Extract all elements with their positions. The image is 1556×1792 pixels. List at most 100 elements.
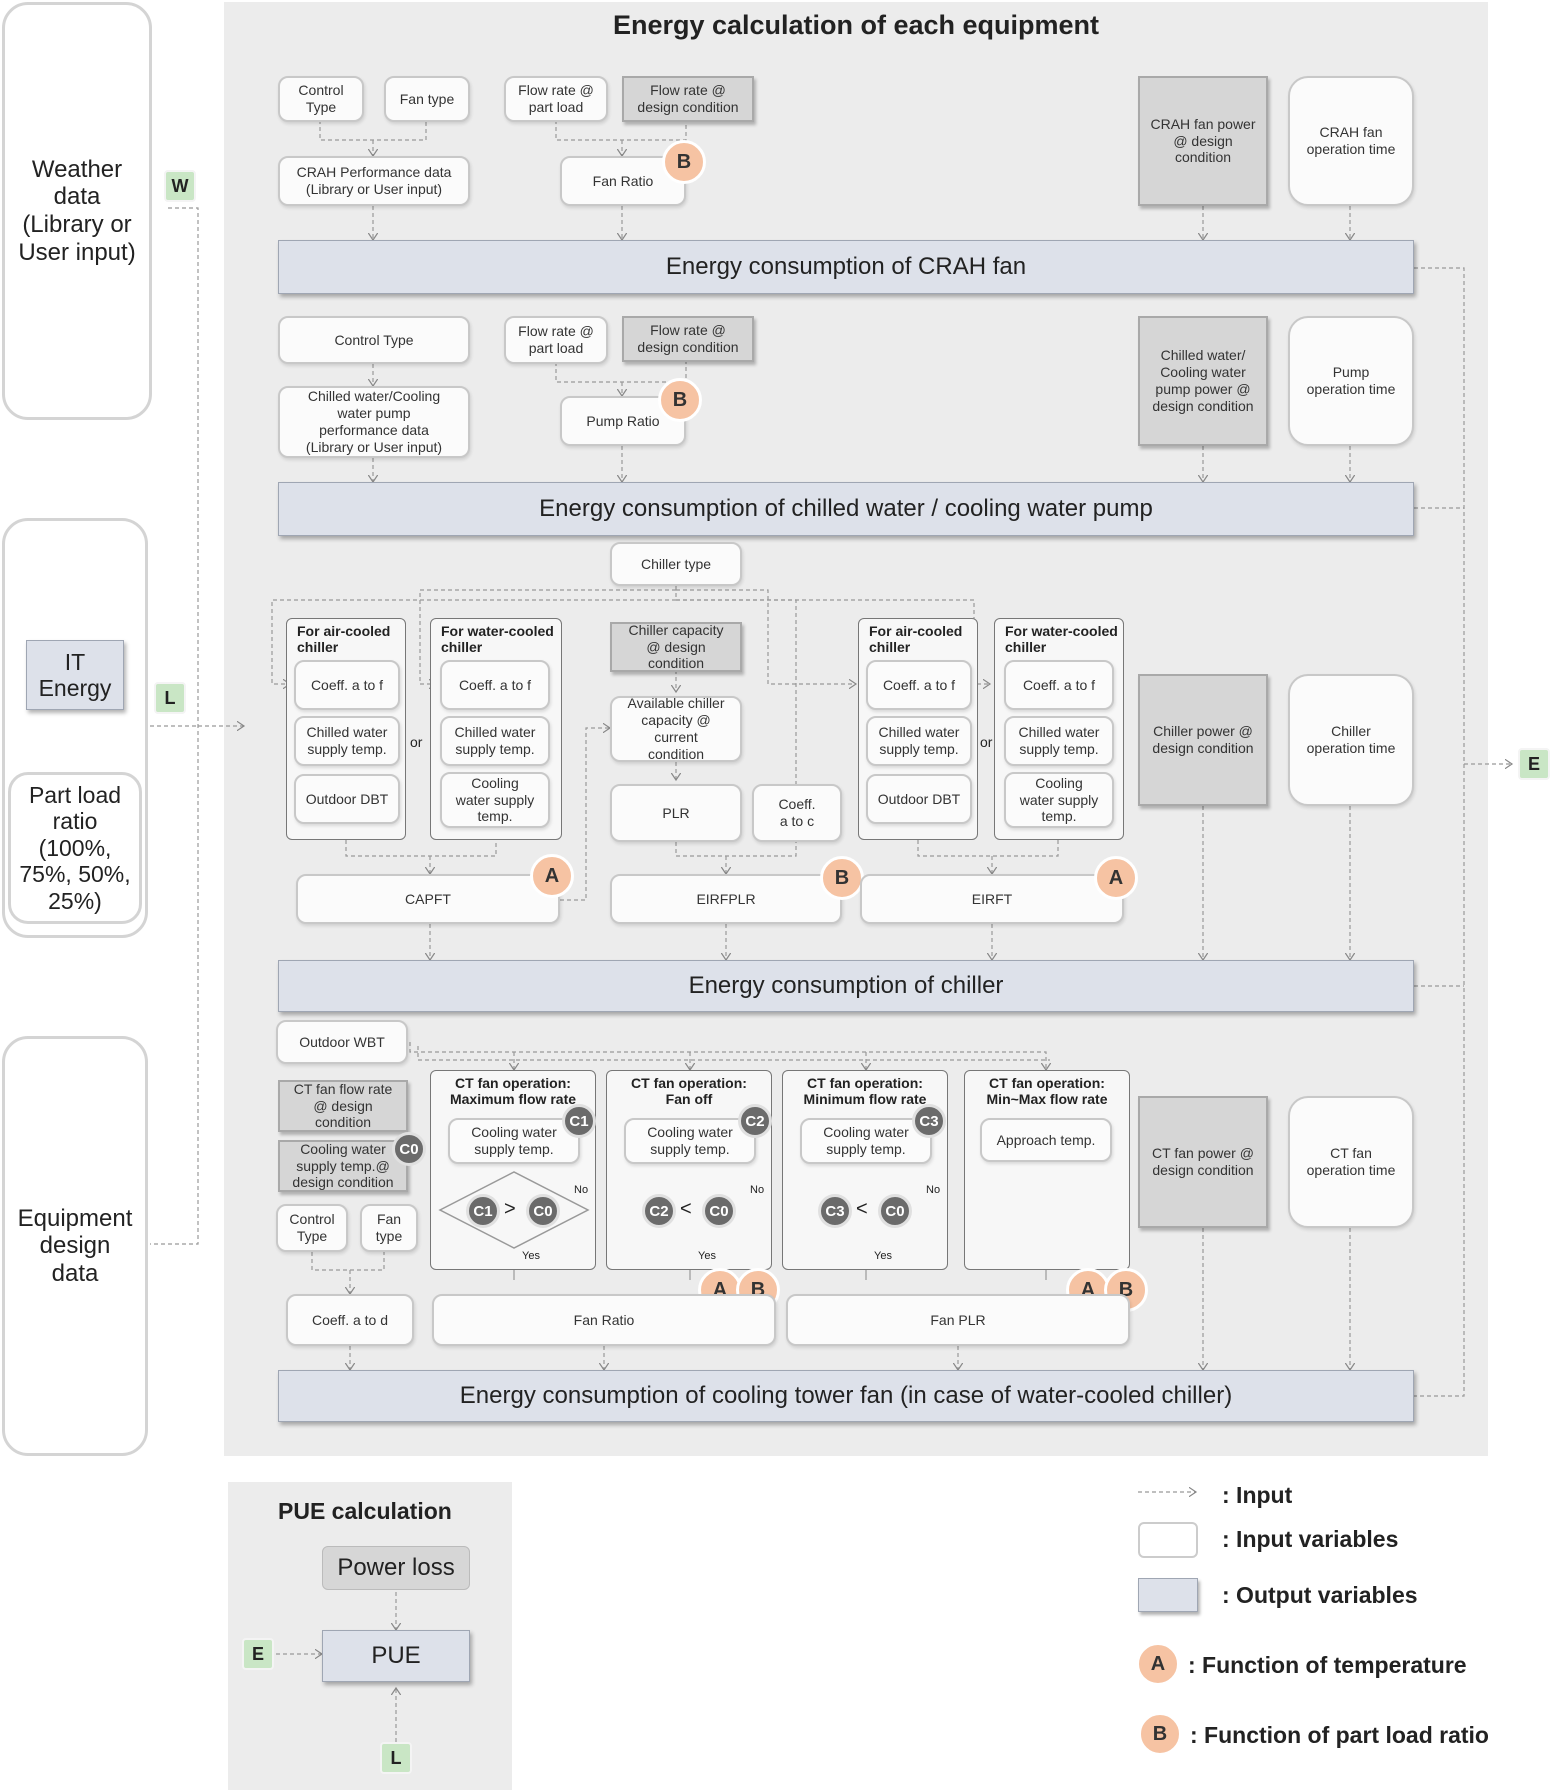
ct-max-c0: C0 bbox=[526, 1194, 560, 1228]
ct-min-c3: C3 bbox=[818, 1194, 852, 1228]
pue-box: PUE bbox=[322, 1630, 470, 1682]
chiller-operation-time: Chiller operation time bbox=[1288, 674, 1414, 806]
crah-fan-energy-output: Energy consumption of CRAH fan bbox=[278, 240, 1414, 294]
pump-power-design: Chilled water/ Cooling water pump power … bbox=[1138, 316, 1268, 446]
ct-min-yes: Yes bbox=[874, 1250, 892, 1262]
capft-water-coeff: Coeff. a to f bbox=[440, 660, 550, 710]
ct-c1-label: C1 bbox=[562, 1104, 596, 1138]
legend-input-label: : Input bbox=[1222, 1482, 1293, 1508]
pump-plr-function-badge: B bbox=[658, 378, 702, 422]
pump-flow-part-load: Flow rate @ part load bbox=[504, 316, 608, 364]
capft-or-label: or bbox=[410, 734, 423, 750]
eirft-air-chw-supply: Chilled water supply temp. bbox=[866, 716, 972, 766]
ct-coeff-a-to-d: Coeff. a to d bbox=[286, 1294, 414, 1346]
chiller-capacity-design: Chiller capacity @ design condition bbox=[610, 622, 742, 672]
pump-flow-design: Flow rate @ design condition bbox=[622, 316, 754, 362]
power-loss-box: Power loss bbox=[322, 1546, 470, 1590]
legend-input-variables-label: : Input variables bbox=[1222, 1526, 1399, 1552]
eirft-water-coeff: Coeff. a to f bbox=[1004, 660, 1114, 710]
ct-fan-flow-design: CT fan flow rate @ design condition bbox=[278, 1080, 408, 1132]
ct-op-fanoff-group: CT fan operation: Fan off bbox=[606, 1070, 772, 1270]
eirft-temp-function-badge: A bbox=[1094, 856, 1138, 900]
plr-box: PLR bbox=[610, 784, 742, 842]
energy-output-tag: E bbox=[1518, 748, 1550, 780]
chiller-capacity-current: Available chiller capacity @ current con… bbox=[610, 695, 742, 762]
capft-water-cw-supply: Cooling water supply temp. bbox=[440, 772, 550, 828]
ct-cw-supply-design: Cooling water supply temp.@ design condi… bbox=[278, 1140, 408, 1192]
pue-load-tag: L bbox=[380, 1742, 412, 1774]
ct-op-maximum-group: CT fan operation: Maximum flow rate bbox=[430, 1070, 596, 1270]
ct-min-lt: < bbox=[856, 1198, 868, 1220]
pump-control-type: Control Type bbox=[278, 316, 470, 364]
ct-fan-ratio: Fan Ratio bbox=[432, 1294, 776, 1346]
crah-fan-operation-time: CRAH fan operation time bbox=[1288, 76, 1414, 206]
ct-off-cw-supply: Cooling water supply temp. bbox=[624, 1118, 756, 1164]
legend-plr-function-badge: B bbox=[1138, 1712, 1182, 1756]
page-title: Energy calculation of each equipment bbox=[612, 10, 1100, 40]
ct-c0-badge: C0 bbox=[392, 1132, 426, 1166]
pue-energy-tag: E bbox=[242, 1638, 274, 1670]
ct-off-yes: Yes bbox=[698, 1250, 716, 1262]
chiller-energy-output: Energy consumption of chiller bbox=[278, 960, 1414, 1012]
legend-input-variable-swatch bbox=[1138, 1522, 1198, 1558]
ct-max-cw-supply: Cooling water supply temp. bbox=[448, 1118, 580, 1164]
ct-max-no: No bbox=[574, 1184, 589, 1196]
crah-performance-data: CRAH Performance data (Library or User i… bbox=[278, 156, 470, 206]
legend-plr-function-label: : Function of part load ratio bbox=[1190, 1722, 1489, 1748]
ct-op-minimum-group: CT fan operation: Minimum flow rate bbox=[782, 1070, 948, 1270]
load-tag: L bbox=[154, 682, 186, 714]
eirft-water-cw-supply: Cooling water supply temp. bbox=[1004, 772, 1114, 828]
ct-fan-power-design: CT fan power @ design condition bbox=[1138, 1096, 1268, 1228]
capft-air-coeff: Coeff. a to f bbox=[294, 660, 400, 710]
pump-performance-data: Chilled water/Cooling water pump perform… bbox=[278, 386, 470, 458]
eirft-air-outdoor-dbt: Outdoor DBT bbox=[866, 774, 972, 824]
eirft-box: EIRFT bbox=[860, 874, 1124, 924]
crah-fan-ratio: Fan Ratio bbox=[560, 156, 686, 206]
weather-tag: W bbox=[164, 170, 196, 202]
ct-min-no: No bbox=[926, 1184, 941, 1196]
crah-fan-power-design: CRAH fan power @ design condition bbox=[1138, 76, 1268, 206]
eirft-air-coeff: Coeff. a to f bbox=[866, 660, 972, 710]
ct-off-c2: C2 bbox=[642, 1194, 676, 1228]
ct-off-lt: < bbox=[680, 1198, 692, 1220]
eirfplr-box: EIRFPLR bbox=[610, 874, 842, 924]
legend-output-variables-label: : Output variables bbox=[1222, 1582, 1418, 1608]
legend-temp-function-badge: A bbox=[1136, 1642, 1180, 1686]
crah-flow-design: Flow rate @ design condition bbox=[622, 76, 754, 122]
ct-max-c1: C1 bbox=[466, 1194, 500, 1228]
ct-min-cw-supply: Cooling water supply temp. bbox=[800, 1118, 932, 1164]
capft-air-chw-supply: Chilled water supply temp. bbox=[294, 716, 400, 766]
ct-approach-temp: Approach temp. bbox=[980, 1118, 1112, 1162]
crah-flow-part-load: Flow rate @ part load bbox=[504, 76, 608, 122]
crah-control-type: Control Type bbox=[278, 76, 364, 122]
legend-temp-function-label: : Function of temperature bbox=[1188, 1652, 1467, 1678]
legend-output-variable-swatch bbox=[1138, 1578, 1198, 1612]
weather-data-box: Weather data (Library or User input) bbox=[2, 2, 152, 420]
crah-fan-type: Fan type bbox=[384, 76, 470, 122]
ct-c2-label: C2 bbox=[738, 1104, 772, 1138]
pue-title: PUE calculation bbox=[278, 1498, 452, 1524]
capft-box: CAPFT bbox=[296, 874, 560, 924]
ct-fan-type: Fan type bbox=[360, 1204, 418, 1252]
capft-temp-function-badge: A bbox=[530, 854, 574, 898]
ct-op-minmax-group: CT fan operation: Min~Max flow rate bbox=[964, 1070, 1130, 1270]
ct-fan-plr: Fan PLR bbox=[786, 1294, 1130, 1346]
eirft-water-chw-supply: Chilled water supply temp. bbox=[1004, 716, 1114, 766]
ct-fan-energy-output: Energy consumption of cooling tower fan … bbox=[278, 1370, 1414, 1422]
pump-operation-time: Pump operation time bbox=[1288, 316, 1414, 446]
ct-control-type: Control Type bbox=[276, 1204, 348, 1252]
chiller-type: Chiller type bbox=[610, 542, 742, 586]
ct-off-c0: C0 bbox=[702, 1194, 736, 1228]
chiller-power-design: Chiller power @ design condition bbox=[1138, 674, 1268, 806]
equipment-design-data-box: Equipment design data bbox=[2, 1036, 148, 1456]
ct-fan-operation-time: CT fan operation time bbox=[1288, 1096, 1414, 1228]
ct-outdoor-wbt: Outdoor WBT bbox=[276, 1020, 408, 1064]
crah-plr-function-badge: B bbox=[662, 140, 706, 184]
ct-max-yes: Yes bbox=[522, 1250, 540, 1262]
ct-max-gt: > bbox=[504, 1198, 516, 1220]
eirfplr-plr-function-badge: B bbox=[820, 856, 864, 900]
it-energy-box: IT Energy bbox=[26, 640, 124, 710]
capft-water-chw-supply: Chilled water supply temp. bbox=[440, 716, 550, 766]
part-load-ratio-box: Part load ratio (100%, 75%, 50%, 25%) bbox=[8, 772, 142, 924]
